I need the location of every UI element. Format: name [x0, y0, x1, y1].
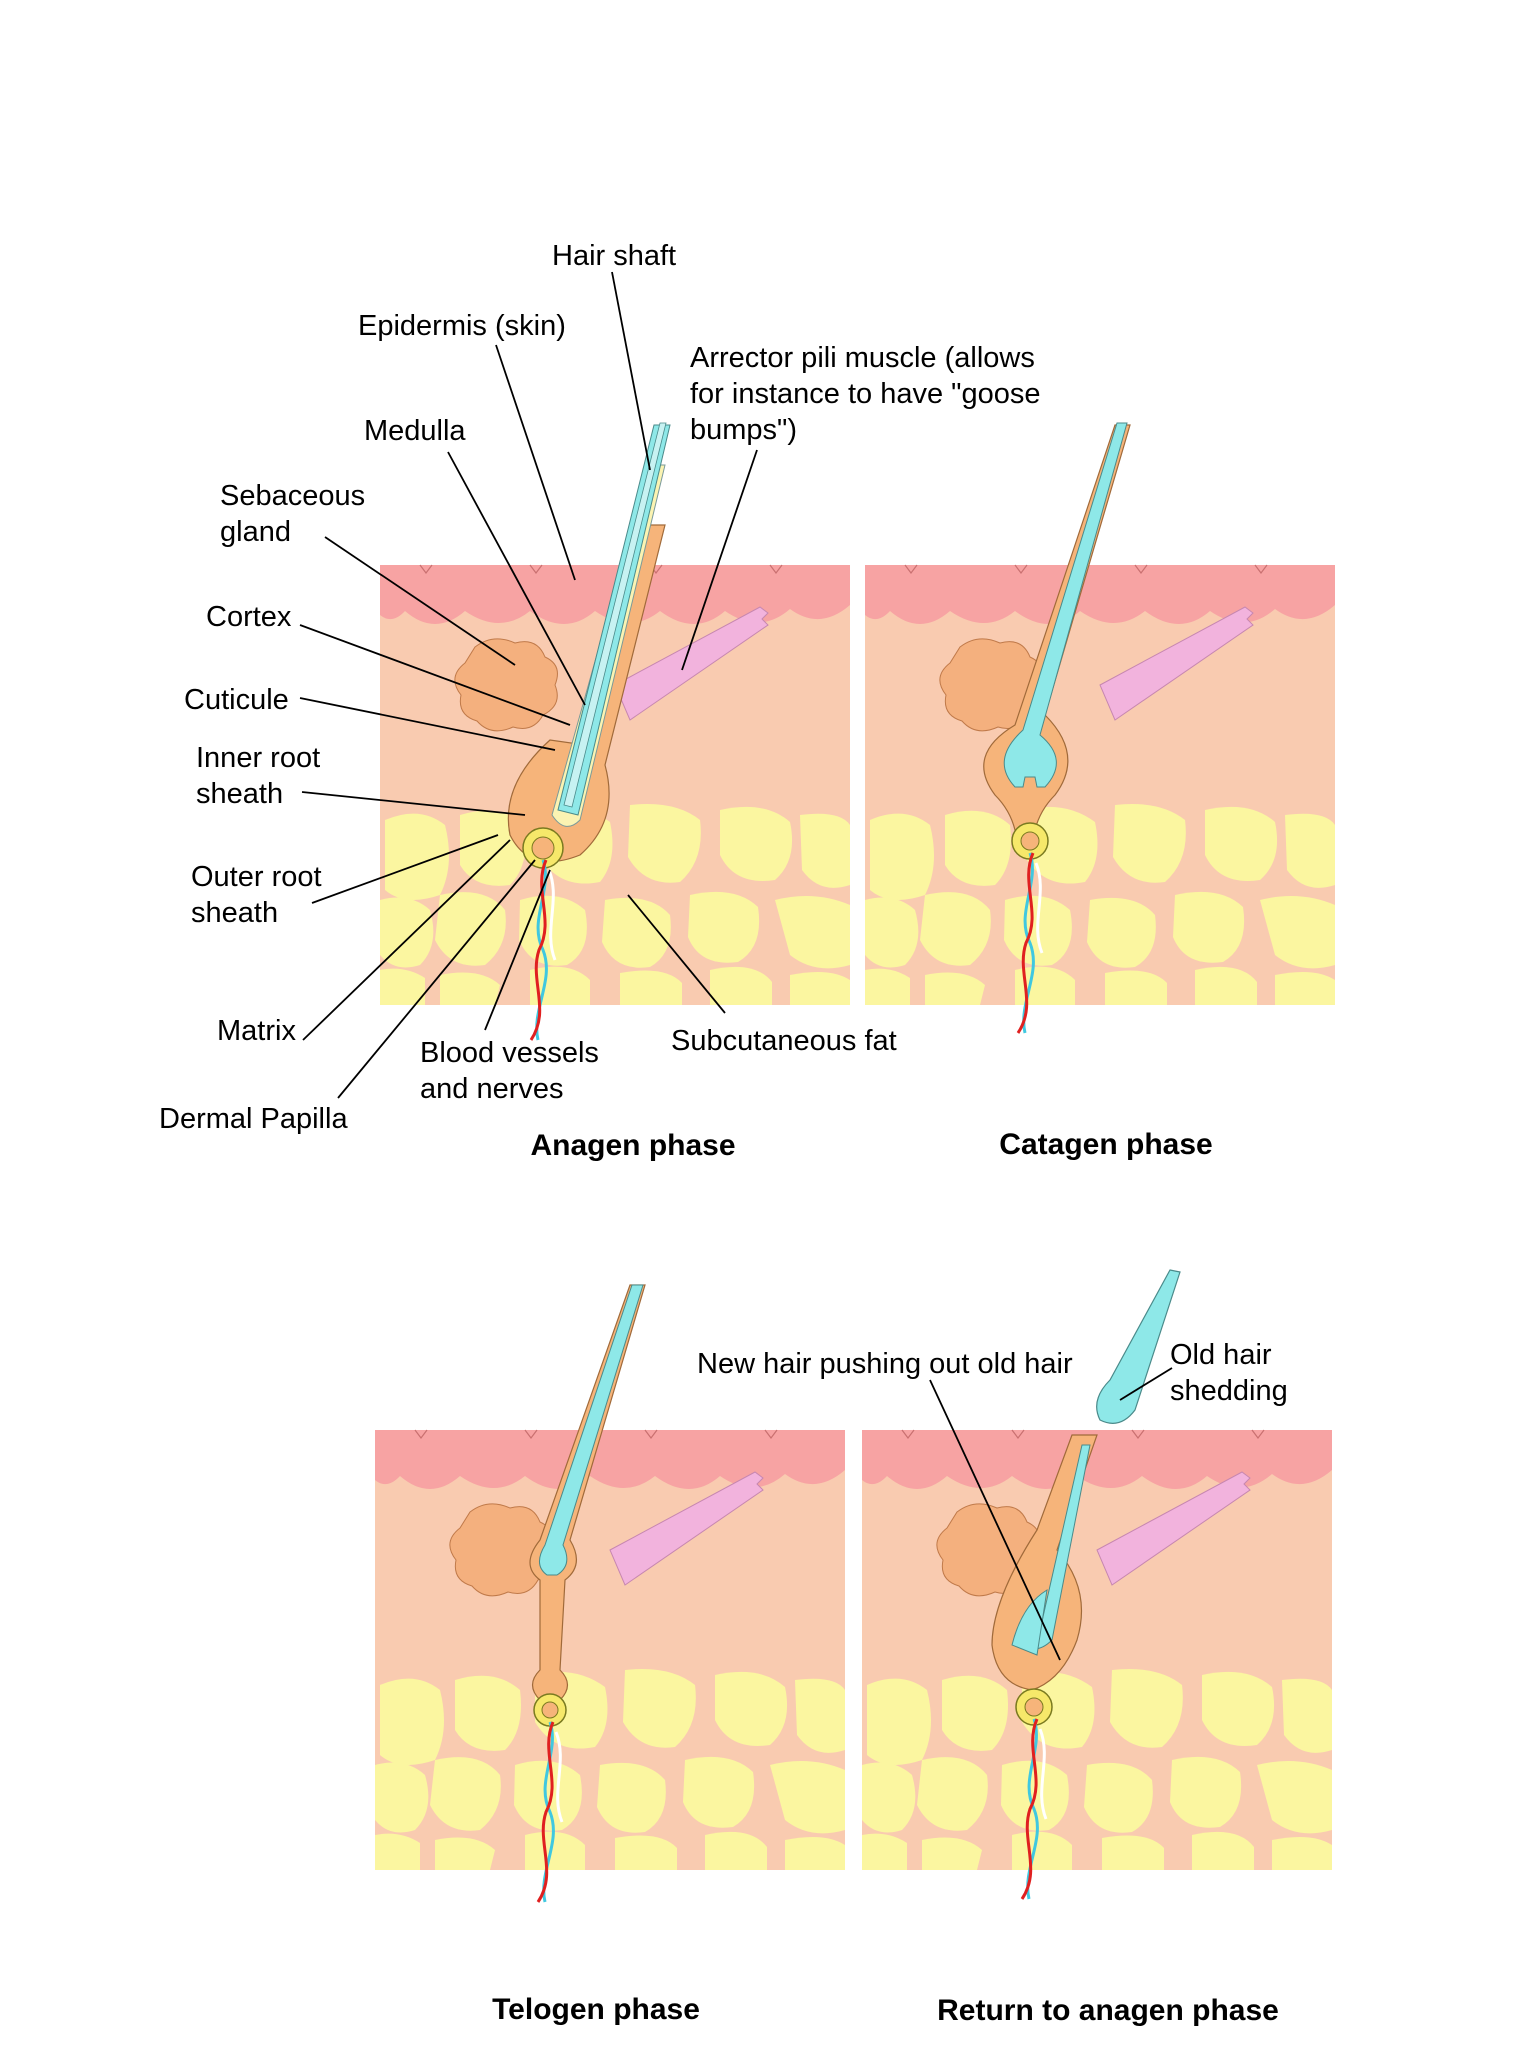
title-anagen: Anagen phase	[530, 1129, 735, 1162]
old-hair-shedding	[1096, 1269, 1181, 1424]
label-epidermis: Epidermis (skin)	[358, 310, 566, 342]
catagen-panel	[864, 422, 1336, 1035]
label-outer-root-sheath: Outer root sheath	[191, 861, 330, 929]
anagen-panel	[379, 422, 851, 1042]
return-anagen-panel	[861, 1429, 1333, 1901]
title-return-anagen: Return to anagen phase	[937, 1994, 1279, 2027]
label-blood-vessels: Blood vessels and nerves	[420, 1037, 607, 1105]
label-new-hair: New hair pushing out old hair	[697, 1348, 1073, 1380]
telogen-panel	[374, 1284, 846, 1904]
label-arrector-pili: Arrector pili muscle (allows for instanc…	[690, 342, 1049, 446]
label-cortex: Cortex	[206, 601, 292, 633]
title-catagen: Catagen phase	[999, 1128, 1212, 1161]
label-old-hair: Old hair shedding	[1170, 1339, 1288, 1407]
label-hair-shaft: Hair shaft	[552, 240, 676, 272]
leader-lines	[299, 271, 1173, 1661]
label-matrix: Matrix	[217, 1015, 296, 1047]
label-cuticule: Cuticule	[184, 684, 289, 716]
label-subcutaneous-fat: Subcutaneous fat	[671, 1025, 897, 1057]
label-sebaceous-gland: Sebaceous gland	[220, 480, 373, 548]
label-dermal-papilla: Dermal Papilla	[159, 1103, 348, 1135]
title-telogen: Telogen phase	[492, 1993, 700, 2026]
label-medulla: Medulla	[364, 415, 466, 447]
label-inner-root-sheath: Inner root sheath	[196, 742, 328, 810]
